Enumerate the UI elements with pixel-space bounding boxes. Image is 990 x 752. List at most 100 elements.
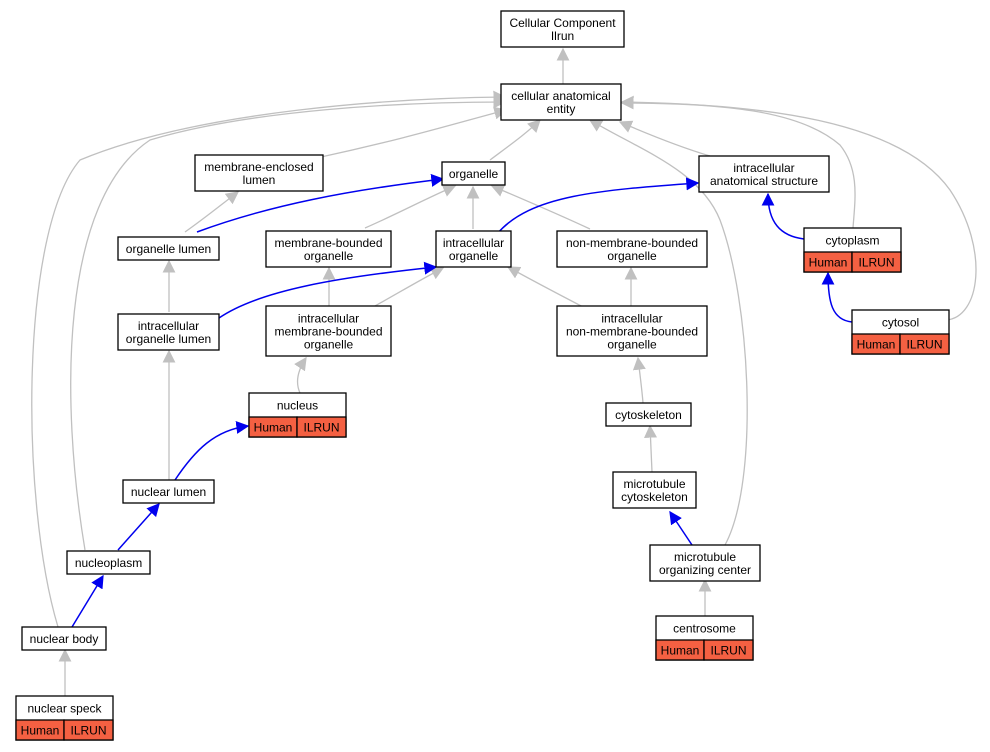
node-cytoskeleton-label-0: cytoskeleton (615, 408, 682, 422)
node-mel-label-1: lumen (243, 173, 276, 187)
node-inmbo-label-1: non-membrane-bounded (566, 325, 698, 339)
node-mbo-label-0: membrane-bounded (274, 236, 382, 250)
node-inmbo-label-0: intracellular (601, 312, 662, 326)
node-nucleoplasm[interactable]: nucleoplasm (66, 550, 151, 575)
edge-cytoskeleton-to-inmbo (632, 356, 646, 404)
node-mbo-box (265, 230, 392, 268)
node-mel-box (194, 154, 324, 192)
node-imbo-label-0: intracellular (298, 312, 359, 326)
node-nucleoplasm-box (66, 550, 151, 575)
edge-mel-to-cae (320, 106, 508, 158)
annotation-nucleus-gene-cell (296, 416, 347, 438)
node-org-label-0: organelle (449, 167, 499, 181)
node-root-label-1: Ilrun (551, 29, 574, 43)
node-mtcyto-box (612, 471, 697, 509)
node-orglumen-label-0: organelle lumen (126, 242, 211, 256)
edge-io-partof-ias (496, 177, 700, 235)
annotation-speck-species: Human (21, 724, 60, 738)
node-nmbo-box (556, 230, 708, 268)
annotation-centrosome-gene-cell (703, 639, 754, 661)
node-mtcyto-label-1: cytoskeleton (621, 490, 688, 504)
annotation-cytoplasm-gene-cell (851, 251, 902, 273)
node-nucbody-box (21, 626, 107, 651)
edge-mtoc-partof-mtcyto (669, 510, 693, 546)
edge-ias-to-cae (618, 120, 711, 157)
annotation-centrosome-gene: ILRUN (710, 644, 746, 658)
node-nuclumen[interactable]: nuclear lumen (122, 479, 215, 504)
edge-imbo-to-io (374, 267, 445, 307)
node-orglumen[interactable]: organelle lumen (117, 236, 220, 261)
node-ias-label-0: intracellular (733, 161, 794, 175)
edge-mtoc-to-cae (588, 119, 748, 546)
annotation-cytosol-gene: ILRUN (906, 338, 942, 352)
node-nucbody-label-0: nuclear body (30, 632, 99, 646)
edge-inmbo-to-io (506, 266, 586, 309)
node-cae-box (500, 83, 622, 121)
annotation-nucleus-species: Human (254, 421, 293, 435)
node-nucleus-label-0: nucleus (277, 399, 318, 413)
node-mtcyto-label-0: microtubule (623, 477, 685, 491)
node-iol-label-0: intracellular (138, 319, 199, 333)
edge-cytoplasm-partof-ias (761, 192, 805, 240)
node-ias-label-1: anatomical structure (710, 174, 818, 188)
node-mbo-label-1: organelle (304, 249, 354, 263)
node-io-label-0: intracellular (443, 236, 504, 250)
node-mtoc-label-0: microtubule (674, 550, 736, 564)
node-mel-label-0: membrane-enclosed (204, 160, 313, 174)
node-nucleoplasm-label-0: nucleoplasm (75, 556, 142, 570)
node-cae-label-0: cellular anatomical (511, 89, 610, 103)
node-cytosol-label-0: cytosol (882, 316, 919, 330)
node-mtoc-box (649, 544, 761, 582)
node-root-box (500, 10, 625, 48)
edges (31, 47, 977, 696)
node-imbo-label-1: membrane-bounded (274, 325, 382, 339)
node-cae-label-1: entity (547, 102, 576, 116)
node-nuclumen-box (122, 479, 215, 504)
node-nucbody[interactable]: nuclear body (21, 626, 107, 651)
edge-nucleus-to-imbo (294, 356, 307, 394)
annotation-cytoplasm-gene: ILRUN (858, 256, 894, 270)
annotation-cytoplasm-species: Human (809, 256, 848, 270)
edge-iol-partof-io (218, 261, 438, 319)
edge-nucleoplasm-to-cae (70, 95, 507, 551)
edge-nucleoplasm-partof-nuclumen (117, 503, 160, 551)
node-nuclumen-label-0: nuclear lumen (131, 485, 206, 499)
edge-mbo-to-org (364, 184, 457, 229)
node-nmbo-label-0: non-membrane-bounded (566, 236, 698, 250)
node-cytoskeleton[interactable]: cytoskeleton (605, 402, 692, 427)
node-imbo-label-2: organelle (304, 338, 354, 352)
node-imbo-box (265, 305, 392, 357)
node-centrosome-label-0: centrosome (673, 622, 736, 636)
edge-nmbo-to-org (490, 184, 591, 230)
annotation-speck-gene-cell (63, 719, 114, 741)
node-io-box (435, 230, 512, 268)
node-speck-label-0: nuclear speck (27, 702, 102, 716)
annotation-centrosome-species: Human (661, 644, 700, 658)
edge-orglumen-partof-org (196, 173, 445, 233)
edge-nucbody-partof-nucleoplasm (71, 574, 104, 628)
node-inmbo[interactable]: intracellularnon-membrane-boundedorganel… (556, 305, 708, 357)
edge-mtcyto-to-cytoskeleton (644, 424, 658, 473)
node-root-label-0: Cellular Component (509, 16, 616, 30)
node-mtoc-label-1: organizing center (659, 563, 751, 577)
annotation-speck-gene: ILRUN (70, 724, 106, 738)
node-org[interactable]: organelle (441, 161, 506, 186)
